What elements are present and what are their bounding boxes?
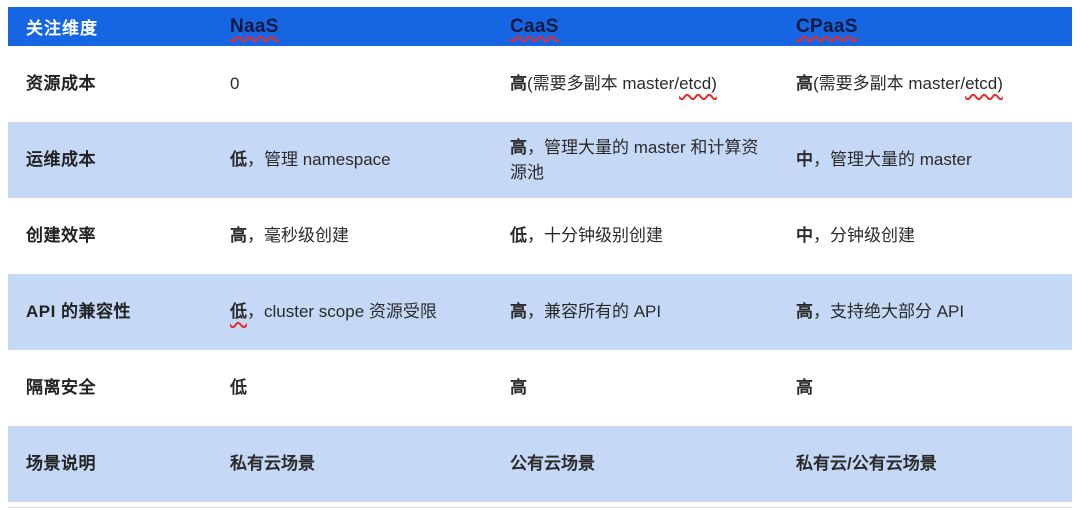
- table-cell: 高，管理大量的 master 和计算资源池: [500, 125, 786, 196]
- table-cell: 高，支持绝大部分 API: [786, 289, 1072, 335]
- row-label: 场景说明: [26, 454, 96, 474]
- table-cell: 公有云场景: [500, 441, 786, 487]
- cell-text-segment: etcd): [965, 74, 1003, 94]
- cell-text-segment: etcd): [679, 74, 717, 94]
- cell-text-segment: 低: [510, 226, 527, 246]
- cell-text-segment: ，毫秒级创建: [247, 226, 349, 246]
- table-cell: 低，cluster scope 资源受限: [220, 289, 500, 335]
- column-header-caas: CaaS: [500, 16, 786, 38]
- cell-text-segment: 低: [230, 378, 247, 398]
- cell-text-segment: 0: [230, 74, 240, 94]
- cell-text-segment: ，兼容所有的 API: [527, 302, 662, 322]
- table-cell: 低: [220, 365, 500, 411]
- cell-text-segment: 高: [510, 74, 527, 94]
- column-header-label: CaaS: [510, 15, 559, 37]
- table-cell: 高，兼容所有的 API: [500, 289, 786, 335]
- cell-text-segment: 高: [510, 137, 527, 157]
- row-label: 运维成本: [26, 150, 96, 170]
- cell-text-segment: 高: [796, 302, 813, 322]
- table-cell: 中，分钟级创建: [786, 213, 1072, 259]
- table-cell: 高，毫秒级创建: [220, 213, 500, 259]
- cell-text-segment: 高: [796, 378, 813, 398]
- table-cell: 中，管理大量的 master: [786, 137, 1072, 183]
- cell-text-segment: 中: [796, 226, 813, 246]
- table-cell: 高(需要多副本 master/etcd): [500, 61, 786, 107]
- cell-text-segment: (需要多副本 master/: [813, 74, 966, 94]
- cell-text-segment: 高: [230, 226, 247, 246]
- cell-text-segment: 私有云场景: [230, 454, 315, 474]
- cell-text-segment: ，管理 namespace: [247, 150, 391, 170]
- cell-text-segment: ，分钟级创建: [813, 226, 915, 246]
- table-cell: 私有云场景: [220, 441, 500, 487]
- cell-text-segment: ，支持绝大部分 API: [813, 302, 965, 322]
- cell-text-segment: 中: [796, 150, 813, 170]
- cell-text-segment: 高: [796, 74, 813, 94]
- column-header-label: NaaS: [230, 15, 279, 37]
- cell-text-segment: 高: [510, 302, 527, 322]
- cell-text-segment: 公有云场景: [510, 454, 595, 474]
- cell-text-segment: (需要多副本 master/: [527, 74, 680, 94]
- table-row: 场景说明 私有云场景 公有云场景 私有云/公有云场景: [8, 426, 1072, 502]
- cell-text-segment: 低: [230, 302, 247, 322]
- cell-text-segment: ，十分钟级别创建: [527, 226, 663, 246]
- row-label: 隔离安全: [26, 378, 96, 398]
- table-cell: 私有云/公有云场景: [786, 441, 1072, 487]
- column-header-cpaas: CPaaS: [786, 16, 1072, 38]
- cell-text-segment: ，管理大量的 master: [813, 150, 972, 170]
- table-header-row: 关注维度 NaaS CaaS CPaaS: [8, 7, 1072, 46]
- column-header-naas: NaaS: [220, 16, 500, 38]
- column-header-label: CPaaS: [796, 15, 858, 37]
- cell-text-segment: ，cluster scope 资源受限: [247, 302, 437, 322]
- table-row: 隔离安全 低 高 高: [8, 350, 1072, 426]
- row-label: 创建效率: [26, 226, 96, 246]
- table-cell: 低，十分钟级别创建: [500, 213, 786, 259]
- cell-text-segment: 低: [230, 150, 247, 170]
- table-cell: 低，管理 namespace: [220, 137, 500, 183]
- column-header-dimension: 关注维度: [26, 19, 98, 38]
- table-cell: 高: [786, 365, 1072, 411]
- row-label: 资源成本: [26, 74, 96, 94]
- row-label: API 的兼容性: [26, 302, 132, 322]
- cell-text-segment: 高: [510, 378, 527, 398]
- table-cell: 高(需要多副本 master/etcd): [786, 61, 1072, 107]
- table-cell: 0: [220, 61, 500, 107]
- table-row: 创建效率高，毫秒级创建低，十分钟级别创建中，分钟级创建: [8, 198, 1072, 274]
- cell-text-segment: ，管理大量的 master 和计算资源池: [510, 137, 759, 183]
- table-cell: 高: [500, 365, 786, 411]
- cell-text-segment: 私有云/公有云场景: [796, 454, 937, 474]
